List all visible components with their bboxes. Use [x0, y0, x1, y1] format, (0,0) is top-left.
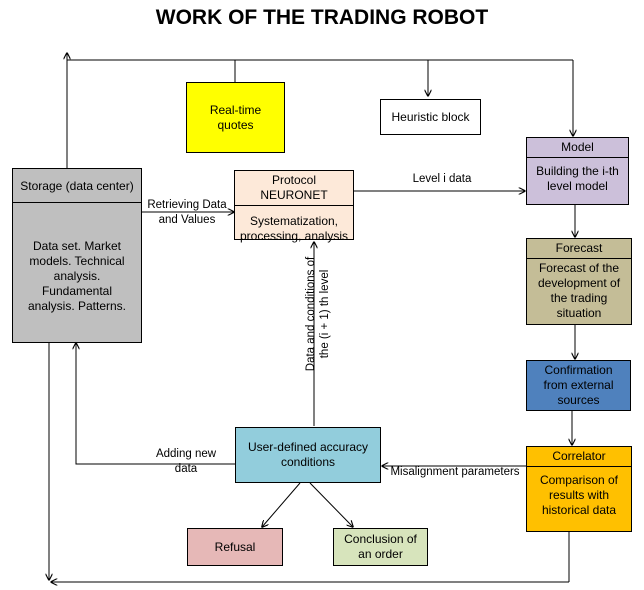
- realtime-quotes-label: Real-time quotes: [209, 102, 262, 132]
- protocol-neuronet-box: Protocol NEURONET Systematization, proce…: [234, 170, 354, 243]
- correlator-box: Correlator Comparison of results with hi…: [526, 446, 632, 532]
- diagram-title: WORK OF THE TRADING ROBOT: [155, 6, 489, 29]
- model-header: Model: [527, 138, 628, 158]
- connector-accuracy-to-storage: [76, 343, 235, 465]
- model-body: Building the i-th level model: [536, 164, 619, 193]
- label-adding-new-data: Adding new data: [155, 448, 217, 475]
- confirmation-box: Confirmation from external sources: [526, 360, 631, 411]
- correlator-header: Correlator: [527, 447, 631, 467]
- order-label: Conclusion of an order: [344, 532, 417, 561]
- label-level-i-data: Level i data: [412, 173, 472, 185]
- accuracy-conditions-label: User-defined accuracy conditions: [247, 440, 369, 469]
- confirmation-label: Confirmation from external sources: [543, 363, 614, 407]
- protocol-neuronet-body: Systematization, processing, analysis: [239, 214, 349, 243]
- heuristic-block-label: Heuristic block: [391, 109, 470, 124]
- forecast-box: Forecast Forecast of the development of …: [526, 238, 632, 325]
- label-retrieving-data: Retrieving Data and Values: [147, 199, 227, 226]
- connector-accuracy-to-refusal: [262, 482, 301, 527]
- protocol-neuronet-header: Protocol NEURONET: [235, 171, 353, 206]
- label-data-conditions: Data and conditions of the (i + 1) th le…: [305, 256, 331, 372]
- storage-box: Storage (data center) Data set. Market m…: [12, 168, 142, 343]
- realtime-quotes-box: Real-time quotes: [186, 82, 285, 153]
- heuristic-block-box: Heuristic block: [380, 99, 481, 135]
- order-box: Conclusion of an order: [333, 528, 428, 566]
- accuracy-conditions-box: User-defined accuracy conditions: [235, 427, 381, 483]
- refusal-box: Refusal: [187, 528, 283, 566]
- forecast-header: Forecast: [527, 239, 631, 259]
- storage-body: Data set. Market models. Technical analy…: [27, 239, 127, 313]
- model-box: Model Building the i-th level model: [526, 137, 629, 205]
- connector-accuracy-to-order: [309, 482, 353, 527]
- refusal-label: Refusal: [214, 539, 256, 554]
- forecast-body: Forecast of the development of the tradi…: [537, 261, 621, 320]
- label-misalignment-parameters: Misalignment parameters: [390, 466, 520, 478]
- correlator-body: Comparison of results with historical da…: [539, 473, 619, 517]
- storage-header: Storage (data center): [13, 169, 141, 203]
